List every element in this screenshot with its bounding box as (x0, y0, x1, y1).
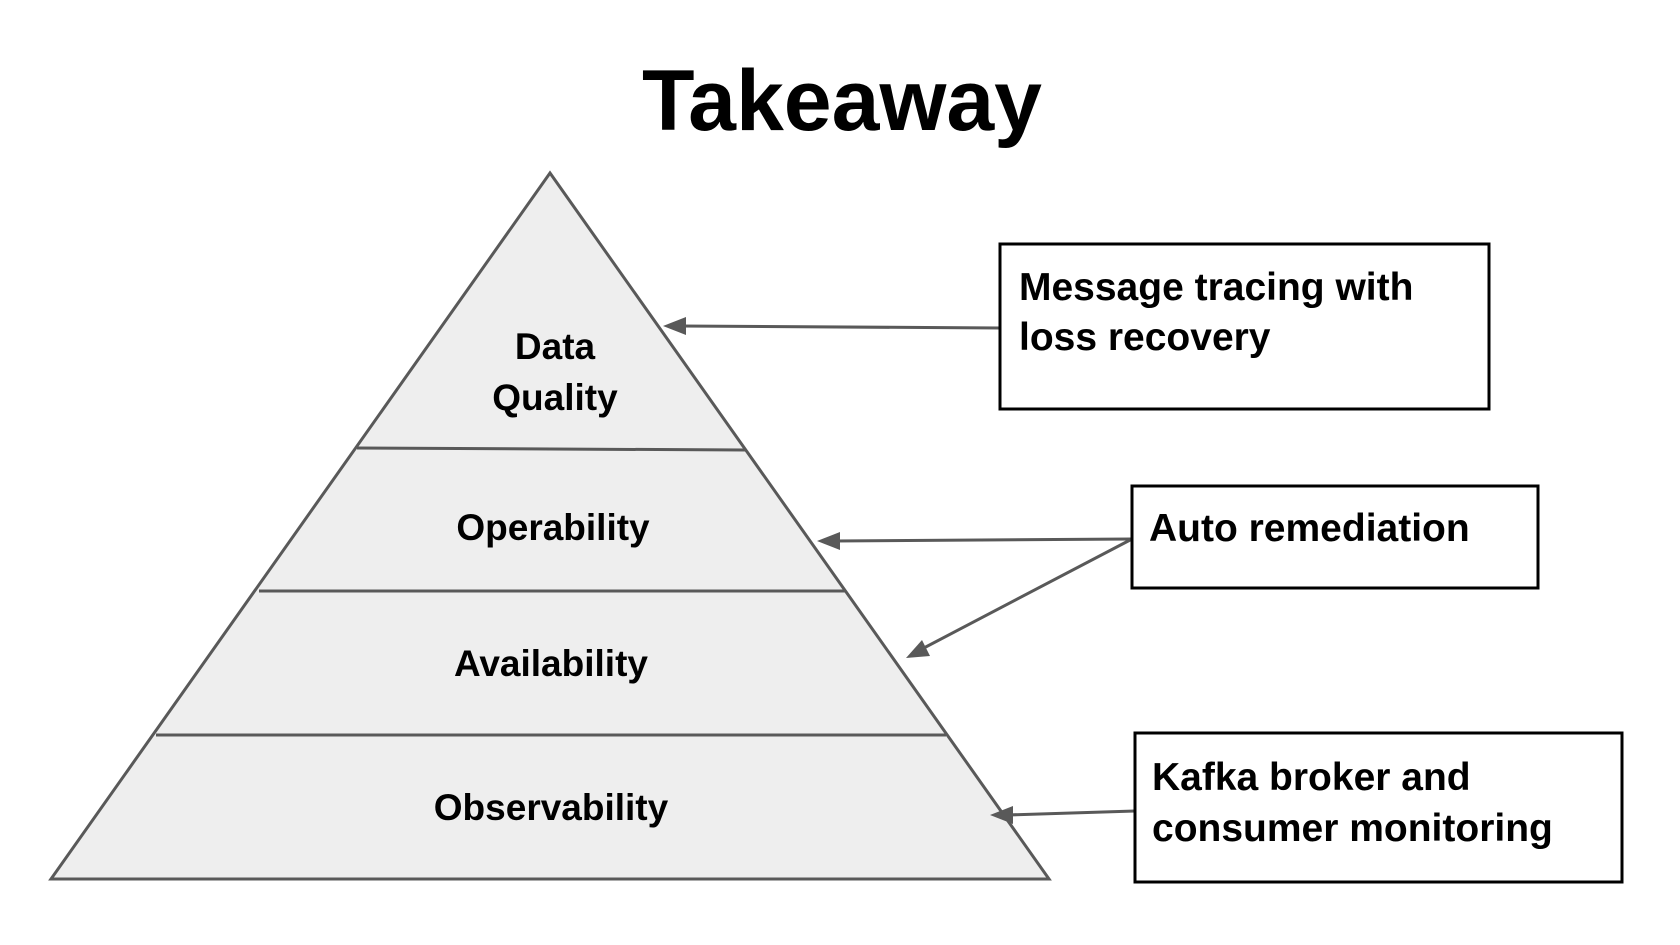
arrowhead-icon (663, 317, 686, 335)
callout-box (1133, 731, 1624, 884)
callout-text: Kafka broker and (1152, 756, 1471, 799)
tier-label: Observability (434, 787, 669, 828)
tier-label: Quality (492, 377, 618, 418)
callout-text: loss recovery (1019, 316, 1271, 359)
tier-label: Operability (456, 507, 650, 548)
tier-operability: Operability (456, 507, 650, 548)
callout-auto-remediation: Auto remediation (1130, 484, 1540, 590)
tier-divider (356, 446, 746, 452)
tier-availability: Availability (454, 643, 648, 684)
pyramid: Data Quality Operability Availability Ob… (48, 170, 1052, 881)
arrow-auto-remediation-availability (906, 537, 1133, 658)
callout-message-tracing: Message tracing with loss recovery (998, 242, 1491, 411)
tier-observability: Observability (434, 787, 669, 828)
arrow-auto-remediation-operability (817, 532, 1133, 550)
pyramid-outline (48, 170, 1052, 881)
arrowhead-icon (906, 640, 930, 658)
callout-box (1130, 484, 1540, 590)
callout-text: Auto remediation (1149, 507, 1470, 550)
arrowhead-icon (817, 532, 840, 550)
tier-data-quality: Data Quality (492, 326, 618, 418)
tier-label: Availability (454, 643, 648, 684)
callout-kafka-monitoring: Kafka broker and consumer monitoring (1133, 731, 1624, 884)
callout-text: Message tracing with (1019, 266, 1413, 309)
arrow-kafka-monitoring (990, 806, 1136, 824)
page-title: Takeaway (642, 53, 1042, 149)
arrows (663, 317, 1136, 824)
arrow-message-tracing (663, 317, 1001, 335)
callout-text: consumer monitoring (1152, 807, 1553, 850)
tier-label: Data (515, 326, 596, 367)
callout-box (998, 242, 1491, 411)
arrowhead-icon (990, 806, 1013, 824)
